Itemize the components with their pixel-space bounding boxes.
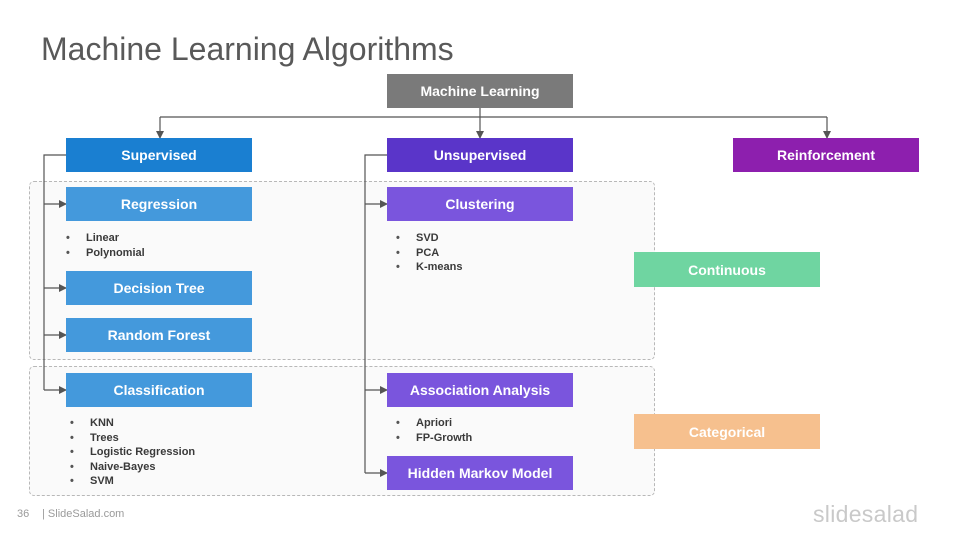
regression-list: Linear Polynomial [66, 231, 145, 260]
list-item: Polynomial [66, 246, 145, 261]
list-item: SVM [70, 474, 195, 489]
slide-title: Machine Learning Algorithms [41, 31, 454, 67]
list-item: FP-Growth [396, 431, 472, 446]
page-number: 36 [17, 508, 30, 520]
list-item: KNN [70, 416, 195, 431]
supervised-node: Supervised [66, 138, 252, 172]
reinforcement-node: Reinforcement [733, 138, 919, 172]
association-list: Apriori FP-Growth [396, 416, 472, 445]
footer-site: | SlideSalad.com [42, 508, 125, 520]
continuous-label: Continuous [634, 252, 820, 287]
hidden-markov-model-node: Hidden Markov Model [387, 456, 573, 490]
list-item: PCA [396, 246, 462, 261]
clustering-list: SVD PCA K-means [396, 231, 462, 275]
random-forest-node: Random Forest [66, 318, 252, 352]
classification-node: Classification [66, 373, 252, 407]
list-item: Trees [70, 431, 195, 446]
regression-node: Regression [66, 187, 252, 221]
list-item: Naive-Bayes [70, 460, 195, 475]
categorical-label: Categorical [634, 414, 820, 449]
list-item: Apriori [396, 416, 472, 431]
list-item: Logistic Regression [70, 445, 195, 460]
association-analysis-node: Association Analysis [387, 373, 573, 407]
list-item: SVD [396, 231, 462, 246]
list-item: K-means [396, 260, 462, 275]
machine-learning-node: Machine Learning [387, 74, 573, 108]
slidesalad-logo: slidesalad [813, 501, 919, 527]
classification-list: KNN Trees Logistic Regression Naive-Baye… [70, 416, 195, 489]
decision-tree-node: Decision Tree [66, 271, 252, 305]
unsupervised-node: Unsupervised [387, 138, 573, 172]
clustering-node: Clustering [387, 187, 573, 221]
list-item: Linear [66, 231, 145, 246]
